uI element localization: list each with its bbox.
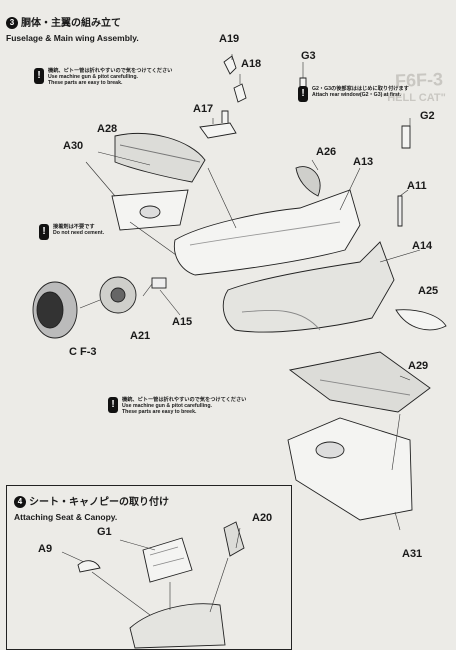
part-a26-shape <box>295 166 321 197</box>
step4-number: 4 <box>14 496 26 508</box>
part-a17-shape <box>199 122 237 139</box>
note-careful-top-en2: These parts are easy to break. <box>48 80 123 87</box>
part-label-a19: A19 <box>219 33 240 45</box>
part-a29-shape <box>288 351 431 413</box>
step4-title-jp: シート・キャノピーの取り付け <box>29 497 169 508</box>
note-careful-top-en1: Use machine gun & pitot carefulling. <box>48 74 138 81</box>
part-label-a20: A20 <box>252 512 273 524</box>
part-label-g2: G2 <box>420 110 435 122</box>
part-a19-shape <box>223 55 237 75</box>
part-label-a15: A15 <box>172 316 193 328</box>
part-label-a17: A17 <box>193 103 214 115</box>
cockpit-assembly <box>129 603 226 649</box>
part-a28-shape <box>114 133 206 183</box>
note-rear-window: ! G2・G3の後部窓ははじめに取り付けます Attach rear windo… <box>298 86 442 102</box>
part-g1-shape <box>142 537 193 583</box>
part-fuselage-left <box>173 189 361 276</box>
caution-icon: ! <box>108 397 118 413</box>
part-label-a14: A14 <box>412 240 433 252</box>
caution-icon: ! <box>298 86 308 102</box>
note-careful-bottom-en1: Use machine gun & pitot carefulling. <box>122 403 212 410</box>
part-a25-shape <box>395 309 447 331</box>
part-label-a28: A28 <box>97 123 118 135</box>
note-careful-bottom: ! 機銃、ピトー管は折れやすいので気をつけてください Use machine g… <box>108 397 272 416</box>
part-a20-shape <box>223 521 245 557</box>
part-a15-shape <box>151 277 167 289</box>
note-careful-top-jp: 機銃、ピトー管は折れやすいので気をつけてください <box>48 68 173 74</box>
caution-icon: ! <box>34 68 44 84</box>
part-label-a13: A13 <box>353 156 374 168</box>
part-a18-shape <box>233 83 247 103</box>
part-a11-shape <box>397 195 403 227</box>
step3-title-jp: 胴体・主翼の組み立て <box>21 18 121 29</box>
note-rear-window-en: Attach rear window(G2・G3) at first. <box>312 92 402 99</box>
part-label-a11: A11 <box>407 180 427 192</box>
note-careful-top: ! 機銃、ピトー管は折れやすいので気をつけてください Use machine g… <box>34 68 188 87</box>
note-no-cement-en: Do not need cement. <box>53 230 105 237</box>
step3-title-en: Fuselage & Main wing Assembly. <box>6 33 139 43</box>
part-label-g3: G3 <box>301 50 316 62</box>
part-label-a18: A18 <box>241 58 262 70</box>
part-label-cf3: C F-3 <box>69 346 97 358</box>
part-label-a9: A9 <box>38 543 53 555</box>
part-label-a21: A21 <box>130 330 151 342</box>
part-label-g1: G1 <box>97 526 112 538</box>
note-no-cement: ! 接着剤は不要です Do not need cement. <box>39 224 133 240</box>
part-g2-shape <box>401 125 411 149</box>
note-careful-bottom-en2: These parts are easy to breek. <box>122 409 197 416</box>
part-a31-shape <box>287 417 413 521</box>
step3-number: 3 <box>6 17 18 29</box>
part-label-a25: A25 <box>418 285 439 297</box>
part-label-a26: A26 <box>316 146 337 158</box>
part-fuselage-right <box>222 241 395 333</box>
part-label-a30: A30 <box>63 140 84 152</box>
ghost-model-name: "HELL CAT" <box>382 92 446 104</box>
note-no-cement-jp: 接着剤は不要です <box>53 224 95 230</box>
note-rear-window-jp: G2・G3の後部窓ははじめに取り付けます <box>312 86 409 92</box>
note-careful-bottom-jp: 機銃、ピトー管は折れやすいので気をつけてください <box>122 397 247 403</box>
part-a9-shape <box>77 560 101 573</box>
caution-icon: ! <box>39 224 49 240</box>
part-label-a31: A31 <box>402 548 423 560</box>
step4-title-en: Attaching Seat & Canopy. <box>14 512 118 522</box>
part-label-a29: A29 <box>408 360 429 372</box>
